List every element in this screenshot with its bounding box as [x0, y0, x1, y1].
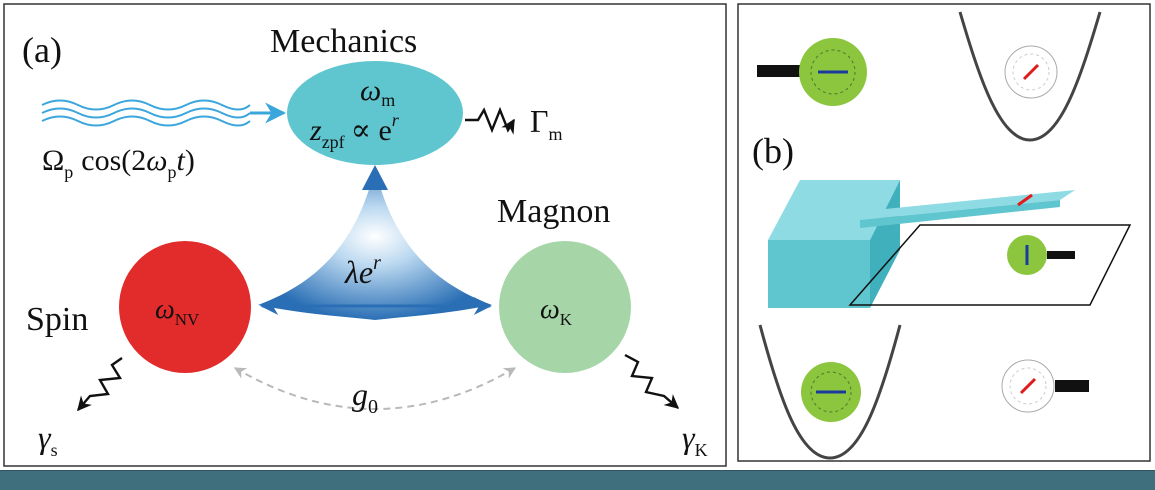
mechanics-damping-zigzag: [465, 106, 516, 135]
magnon-frequency-label: ωK: [540, 294, 573, 329]
spin-decay-label: γs: [38, 419, 58, 460]
spin-decay-zigzag: [77, 357, 123, 412]
potential-well-top-right: [958, 11, 1102, 142]
cantilever: [768, 180, 1075, 308]
spin-frequency-label: ωNV: [155, 294, 200, 329]
mechanics-frequency-label: ωm: [360, 74, 395, 110]
magnon-title: Magnon: [497, 193, 610, 230]
cantilever-spin-arrow: [1017, 193, 1033, 207]
g0-dashed-arrow: [233, 367, 517, 410]
substrate-plane: [848, 224, 1132, 306]
bottom-band: [0, 470, 1155, 490]
bar-magnet-bottom-right: [1055, 380, 1089, 392]
mechanics-damping-label: Γm: [530, 103, 563, 144]
spin-node: [119, 241, 251, 373]
magnon-decay-label: γK: [682, 419, 708, 460]
bar-magnet-middle: [1047, 251, 1075, 259]
coupling-lambda-label: λer: [344, 252, 381, 290]
mechanics-title: Mechanics: [270, 23, 417, 60]
coupling-arrowhead-top: [362, 165, 388, 190]
panel-a-label: (a): [22, 30, 62, 70]
potential-well-bottom-left: [758, 324, 902, 460]
magnon-node: [499, 241, 631, 373]
magnon-sphere-bottom-left: [801, 362, 861, 422]
coupling-triangle: [258, 168, 492, 320]
spin-title: Spin: [26, 301, 88, 338]
g0-label: g0: [352, 376, 378, 418]
panel-b-label: (b): [752, 131, 794, 171]
magnon-sphere-top-left: [799, 38, 867, 106]
magnon-decay-zigzag: [624, 353, 680, 409]
magnon-sphere-middle: [1007, 235, 1047, 275]
nv-sphere-bottom-right: [1001, 359, 1055, 413]
mechanics-zpf-label: zzpf∝ er: [309, 110, 400, 152]
drive-wave: [41, 99, 251, 127]
mechanics-node: [287, 61, 463, 165]
bar-magnet-top-left: [757, 65, 801, 77]
nv-sphere-top-right: [1004, 45, 1058, 99]
